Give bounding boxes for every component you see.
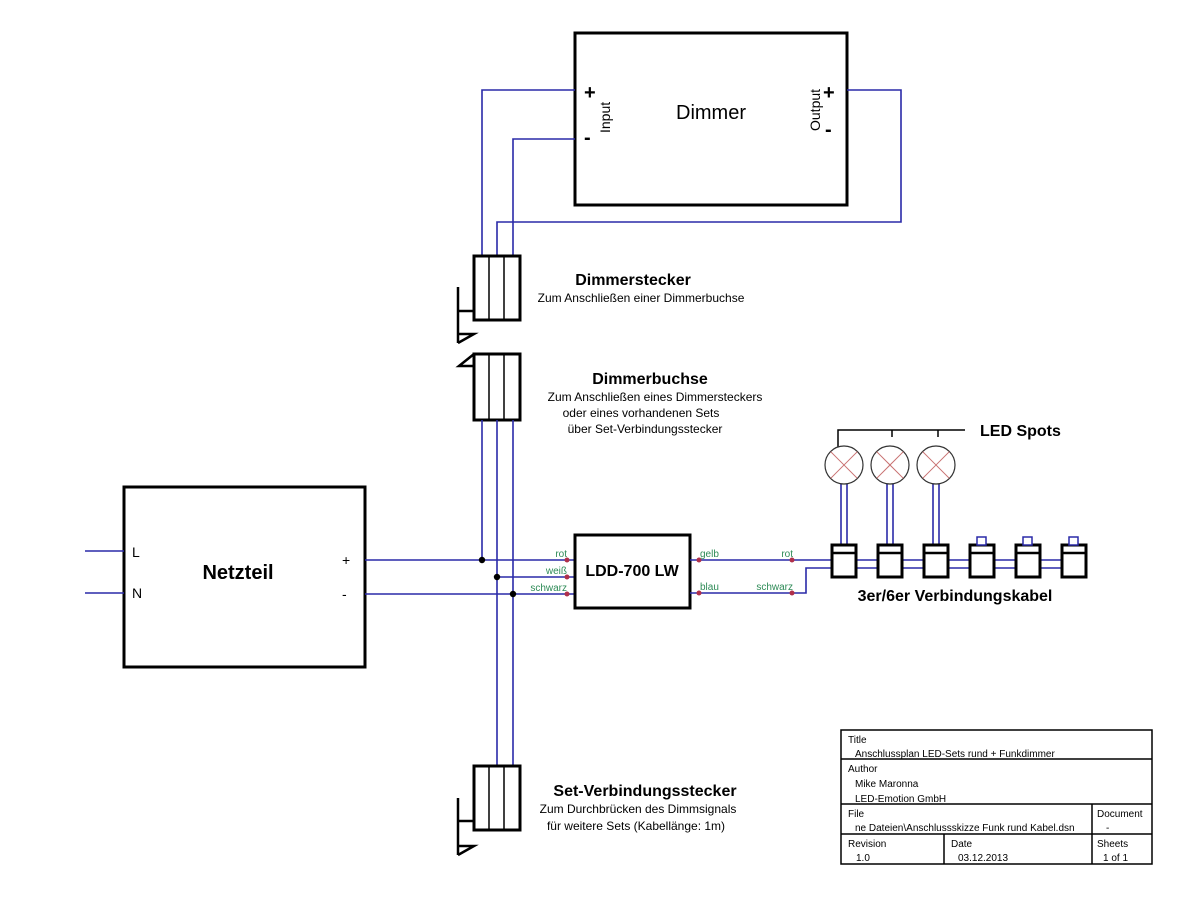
bus-wires <box>481 420 514 765</box>
cable-connector <box>830 543 858 579</box>
netzteil-label: Netzteil <box>202 562 273 584</box>
set-stecker-title: Set-Verbindungsstecker <box>553 783 736 800</box>
driver-input-wires: rot weiß schwarz <box>365 549 575 598</box>
led-spot-icon <box>870 445 910 545</box>
dimmerbuchse-title: Dimmerbuchse <box>592 371 708 388</box>
dimmer-label: Dimmer <box>676 102 746 124</box>
wire-dimmer-input-minus <box>512 138 575 255</box>
dimmerbuchse-connector: Dimmerbuchse Zum Anschließen eines Dimme… <box>455 352 763 436</box>
tb-title-label: Title <box>848 735 867 746</box>
dimmer-wires <box>481 89 902 255</box>
tb-revision-label: Revision <box>848 839 886 850</box>
tb-author-company: LED-Emotion GmbH <box>855 794 946 805</box>
tb-author-label: Author <box>848 764 878 775</box>
wire-label-schwarz-in: schwarz <box>530 583 567 594</box>
wire-label-rot-in: rot <box>555 549 567 560</box>
tb-title-value: Anschlussplan LED-Sets rund + Funkdimmer <box>855 749 1055 760</box>
dimmer-output-minus: - <box>825 119 832 141</box>
tb-sheets-value: 1 of 1 <box>1103 853 1128 864</box>
dimmerbuchse-desc-2: oder eines vorhandenen Sets <box>563 406 720 420</box>
cable-group: 3er/6er Verbindungskabel <box>830 536 1088 605</box>
cable-connector <box>922 543 950 579</box>
junction-dim <box>493 573 501 581</box>
driver-box <box>573 533 692 610</box>
dimmerbuchse-desc-3: über Set-Verbindungsstecker <box>568 422 723 436</box>
set-stecker-connector: Set-Verbindungsstecker Zum Durchbrücken … <box>456 764 737 857</box>
wire-dimmer-output <box>496 89 902 255</box>
dimmer-box <box>573 31 849 207</box>
netzteil-block: Netzteil L N + - <box>85 485 367 669</box>
dimmerbuchse-desc-1: Zum Anschließen eines Dimmersteckers <box>548 390 763 404</box>
set-stecker-desc-1: Zum Durchbrücken des Dimmsignals <box>540 802 737 816</box>
driver-label: LDD-700 LW <box>585 563 679 580</box>
driver-output-wires: gelb blau rot schwarz <box>690 549 832 596</box>
dimmerbuchse-body <box>472 352 522 422</box>
tb-file-label: File <box>848 809 865 820</box>
tb-revision-value: 1.0 <box>856 853 870 864</box>
tb-author-name: Mike Maronna <box>855 779 919 790</box>
set-stecker-body <box>472 764 522 832</box>
dimmer-input-label: Input <box>597 102 613 133</box>
driver-block: LDD-700 LW <box>573 533 692 610</box>
title-block: Title Anschlussplan LED-Sets rund + Funk… <box>840 729 1153 865</box>
tb-sheets-label: Sheets <box>1097 839 1128 850</box>
led-spots-label: LED Spots <box>980 423 1061 440</box>
cable-connector <box>876 543 904 579</box>
dimmerstecker-title: Dimmerstecker <box>575 272 691 289</box>
title-block-border <box>840 729 1153 865</box>
dimmerstecker-body <box>472 254 522 322</box>
connector-cap <box>976 536 987 546</box>
netzteil-box <box>122 485 367 669</box>
wire-label-gelb: gelb <box>700 549 719 560</box>
cable-label: 3er/6er Verbindungskabel <box>858 588 1053 605</box>
cable-connector <box>968 536 996 579</box>
netzteil-pin-plus: + <box>342 552 350 568</box>
dimmer-output-plus: + <box>823 82 835 104</box>
netzteil-pin-n: N <box>132 585 142 601</box>
netzteil-pin-l: L <box>132 544 140 560</box>
dimmer-output-label: Output <box>807 89 823 131</box>
led-spots-group: LED Spots <box>824 423 1061 545</box>
tb-document-value: - <box>1106 823 1109 834</box>
led-spot-icon <box>824 445 864 545</box>
cable-connector <box>1014 536 1042 579</box>
cable-connector <box>1060 536 1088 579</box>
dimmerstecker-desc: Zum Anschließen einer Dimmerbuchse <box>538 291 745 305</box>
junction-plus <box>478 556 486 564</box>
connector-cap <box>1068 536 1079 546</box>
netzteil-pin-minus: - <box>342 586 347 602</box>
wire-label-weiss: weiß <box>545 566 567 577</box>
set-stecker-desc-2: für weitere Sets (Kabellänge: 1m) <box>547 819 725 833</box>
junction-minus <box>509 590 517 598</box>
tb-date-value: 03.12.2013 <box>958 853 1008 864</box>
dimmerstecker-connector: Dimmerstecker Zum Anschließen einer Dimm… <box>456 254 745 345</box>
wire-label-schwarz-out: schwarz <box>756 582 793 593</box>
wire-label-rot-out: rot <box>781 549 793 560</box>
wire-dimmer-input-plus <box>481 89 575 255</box>
dimmer-input-plus: + <box>584 82 596 104</box>
led-spot-icon <box>916 445 956 545</box>
wire-label-blau: blau <box>700 582 719 593</box>
tb-file-value: ne Dateien\Anschlussskizze Funk rund Kab… <box>855 823 1075 834</box>
tb-date-label: Date <box>951 839 973 850</box>
connector-cap <box>1022 536 1033 546</box>
dimmer-input-minus: - <box>584 127 591 149</box>
dimmerbuchse-flag <box>455 353 475 368</box>
tb-document-label: Document <box>1097 809 1143 820</box>
dimmer-block: Dimmer + - Input + - Output <box>573 31 849 207</box>
